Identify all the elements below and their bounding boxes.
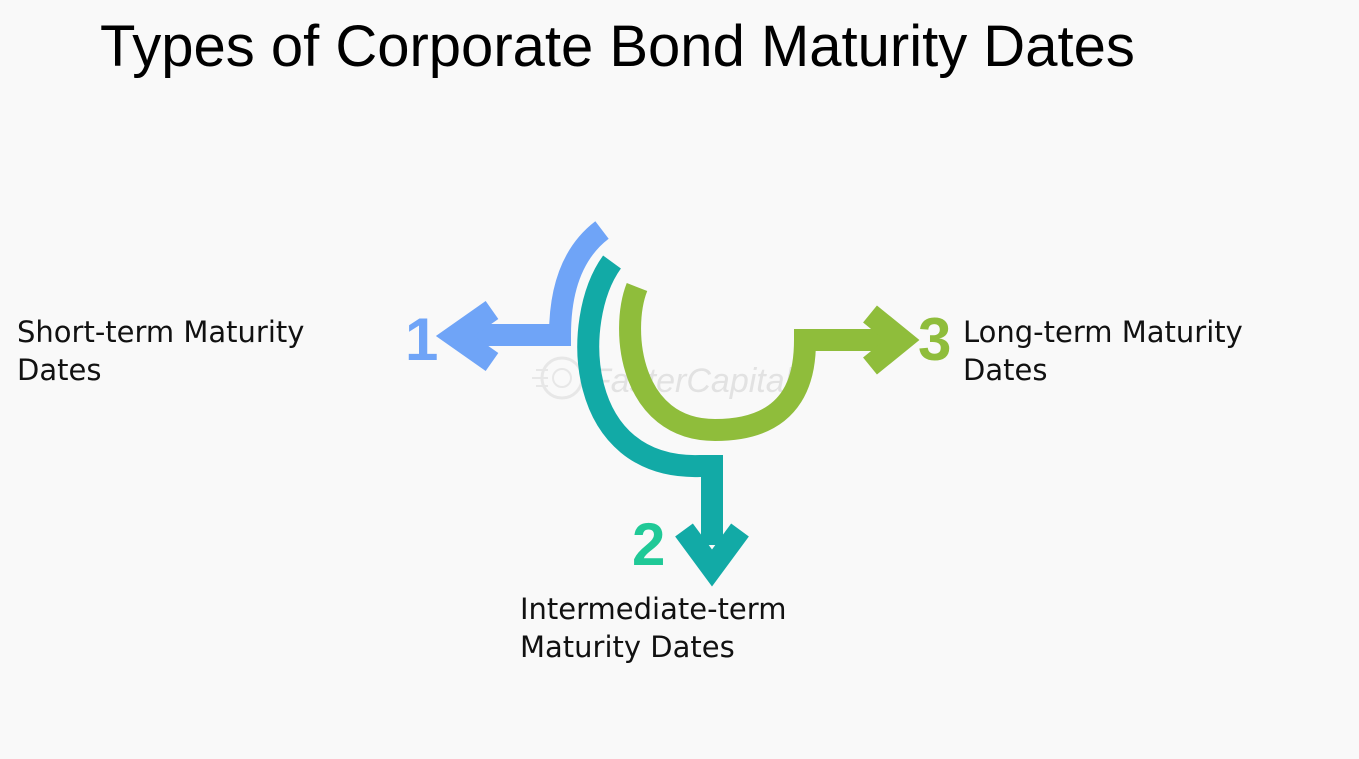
step-1-arrow — [435, 221, 609, 372]
step-1-label-line-1: Short-term Maturity — [17, 315, 305, 349]
watermark-text: FasterCapital — [590, 362, 794, 400]
step-1-arrowhead — [435, 300, 499, 372]
step-2-arrowhead — [675, 523, 749, 587]
step-1-label: Short-term Maturity Dates — [17, 313, 304, 389]
step-1-number: 1 — [405, 306, 438, 373]
step-2-label-line-1: Intermediate-term — [520, 592, 787, 626]
step-3-label: Long-term Maturity Dates — [963, 313, 1243, 389]
step-3-arrowhead — [863, 305, 920, 375]
step-2-arc — [577, 255, 723, 545]
watermark-logo-icon — [532, 356, 584, 400]
step-2-label-line-2: Maturity Dates — [520, 630, 735, 664]
step-3-label-line-1: Long-term Maturity — [963, 315, 1243, 349]
step-3-label-line-2: Dates — [963, 353, 1048, 387]
step-1-label-line-2: Dates — [17, 353, 102, 387]
page-title: Types of Corporate Bond Maturity Dates — [100, 14, 1135, 79]
step-2-label: Intermediate-term Maturity Dates — [520, 590, 786, 666]
step-1-arc — [470, 221, 609, 346]
step-3-arc — [619, 282, 885, 442]
step-2-number: 2 — [632, 511, 665, 578]
step-3-number: 3 — [918, 306, 951, 373]
step-3-arrow — [619, 282, 920, 442]
step-2-arrow — [577, 255, 749, 587]
watermark: FasterCapital — [532, 356, 794, 400]
